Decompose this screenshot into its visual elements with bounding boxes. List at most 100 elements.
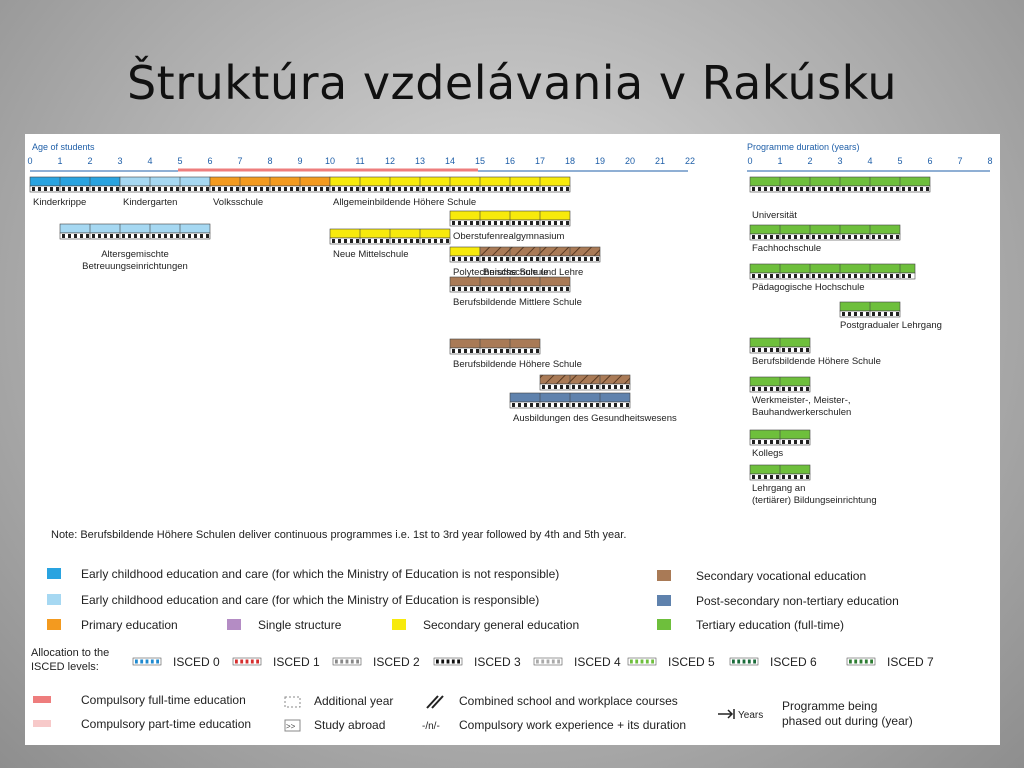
isced-label-5: ISCED 5 [668,655,715,669]
right-bar-3 [839,301,901,318]
additional-year-icon [284,696,301,708]
age-tick-0: 0 [27,156,32,166]
age-tick-19: 19 [595,156,605,166]
legend-swatch-1 [47,594,61,605]
left-bar-11 [539,374,631,391]
right-bar-label-7: Lehrgang an [752,483,805,494]
legend-swatch-5 [657,570,671,581]
isced-swatch-0 [132,657,162,666]
duration-tick-8: 8 [987,156,992,166]
left-bar-4 [59,223,211,240]
left-bar-label-2: Volksschule [213,197,263,208]
legend-swatch-6 [657,595,671,606]
age-tick-3: 3 [117,156,122,166]
left-bar-3 [329,176,571,193]
age-tick-15: 15 [475,156,485,166]
legend-label-2: Primary education [81,618,178,632]
age-tick-12: 12 [385,156,395,166]
left-bar-label-1: Kindergarten [123,197,177,208]
isced-label-7: ISCED 7 [887,655,934,669]
legend-label-4: Secondary general education [423,618,579,632]
left-bar-6 [329,228,451,245]
isced-label-2: ISCED 2 [373,655,420,669]
isced-swatch-6 [729,657,759,666]
left-bar-7 [449,246,481,263]
isced-label-line2: ISCED levels: [31,661,99,673]
left-bar-label-3: Allgemeinbildende Höhere Schule [333,197,476,208]
legend-swatch-3 [227,619,241,630]
left-bar-label-6: Neue Mittelschule [333,249,409,260]
isced-label-3: ISCED 3 [474,655,521,669]
work-experience-label: Compulsory work experience + its duratio… [459,718,686,732]
age-tick-7: 7 [237,156,242,166]
duration-tick-4: 4 [867,156,872,166]
right-bar-label-6: Kollegs [752,448,783,459]
isced-swatch-2 [332,657,362,666]
study-abroad-symbol: >> [286,722,296,731]
right-bar-label-2: Pädagogische Hochschule [752,282,865,293]
duration-tick-1: 1 [777,156,782,166]
isced-swatch-4 [533,657,563,666]
age-tick-14: 14 [445,156,455,166]
duration-tick-2: 2 [807,156,812,166]
isced-swatch-1 [232,657,262,666]
right-bar-label-5: Werkmeister-, Meister-, [752,395,851,406]
right-bar-4 [749,337,811,354]
legend-swatch-7 [657,619,671,630]
left-bar-label-4: Altersgemischte [101,249,169,260]
combined-courses-icon [426,695,444,709]
years-arrow-icon [718,709,735,719]
work-experience-symbol: -/n/- [422,721,440,732]
right-bar-5 [749,376,811,393]
duration-tick-6: 6 [927,156,932,166]
right-bar-label-4: Berufsbildende Höhere Schule [752,356,881,367]
isced-swatch-7 [846,657,876,666]
duration-axis-label: Programme duration (years) [747,142,860,152]
age-tick-5: 5 [177,156,182,166]
isced-label-6: ISCED 6 [770,655,817,669]
study-abroad-icon [284,719,301,732]
isced-label-4: ISCED 4 [574,655,621,669]
phased-out-line1: Programme being [782,699,877,713]
right-bar-2 [749,263,916,280]
duration-tick-5: 5 [897,156,902,166]
legend-label-5: Secondary vocational education [696,569,866,583]
right-bar-0 [749,176,931,193]
age-tick-16: 16 [505,156,515,166]
age-tick-20: 20 [625,156,635,166]
right-bar-1 [749,224,901,241]
legend: Early childhood education and care (for … [47,567,899,632]
note-text: Note: Berufsbildende Höhere Schulen deli… [51,529,626,541]
left-bar-9 [449,276,571,293]
legend-swatch-2 [47,619,61,630]
isced-label-line1: Allocation to the [31,647,109,659]
left-bar-label-0: Kinderkrippe [33,197,86,208]
age-tick-18: 18 [565,156,575,166]
left-bar-8 [479,246,601,263]
isced-label-1: ISCED 1 [273,655,320,669]
compulsory-part-label: Compulsory part-time education [81,717,251,731]
compulsory-full-label: Compulsory full-time education [81,693,246,707]
left-bar-5 [449,210,571,227]
age-tick-9: 9 [297,156,302,166]
left-bar-0 [29,176,121,193]
left-bar-label-4-1: Betreuungseinrichtungen [82,261,188,272]
right-bar-label-0: Universität [752,210,797,221]
legend-label-7: Tertiary education (full-time) [696,618,844,632]
left-bar-1 [119,176,211,193]
right-bar-6 [749,429,811,446]
age-tick-2: 2 [87,156,92,166]
left-programmes: Kinderkrippe Kindergarten Volksschule Allge… [29,176,677,424]
legend-swatch-4 [392,619,406,630]
isced-label-0: ISCED 0 [173,655,220,669]
left-bar-12 [509,392,631,409]
left-bar-label-9: Berufsbildende Mittlere Schule [453,297,582,308]
right-bar-7 [749,464,811,481]
age-tick-21: 21 [655,156,665,166]
age-tick-22: 22 [685,156,695,166]
legend-label-0: Early childhood education and care (for … [81,567,559,581]
